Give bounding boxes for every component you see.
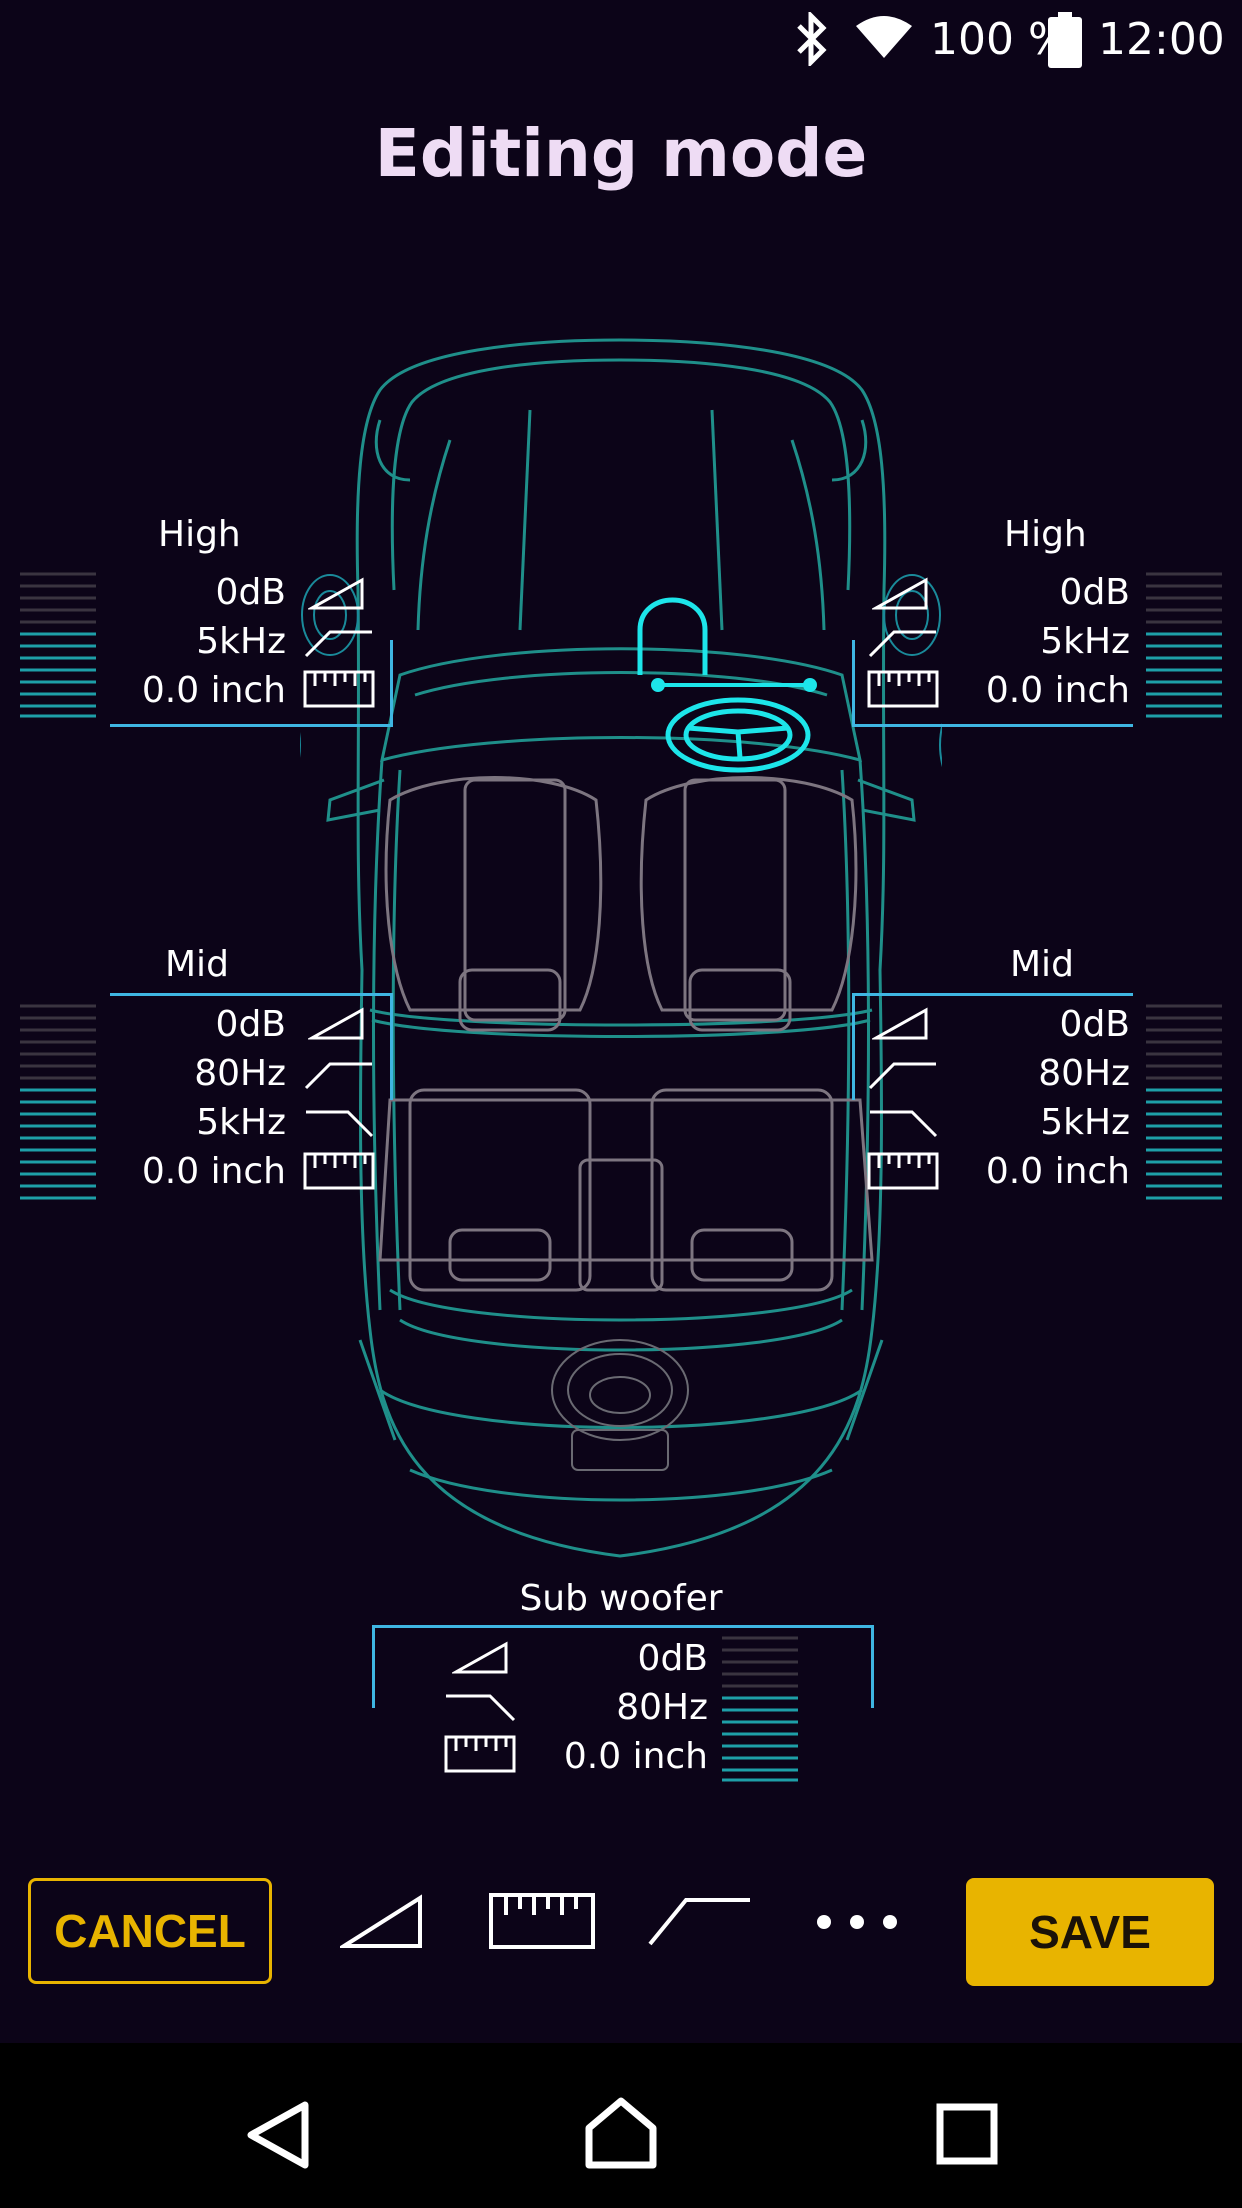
battery-percent: 100 % [930,14,1070,65]
left-mid-gain[interactable]: 0dB [215,1004,286,1045]
gain-icon [872,577,928,610]
fr-high-crossover[interactable]: 5kHz [1040,621,1130,662]
gain-icon [308,1007,364,1040]
right-mid-lpf[interactable]: 5kHz [1040,1102,1130,1143]
sub-woofer-gain[interactable]: 0dB [637,1638,708,1679]
ruler-icon [303,670,375,708]
save-button[interactable]: SAVE [966,1878,1214,1986]
right-mid-level-meter [1146,1004,1222,1200]
right-mid-title: Mid [1010,944,1074,985]
sub-woofer-bracket [372,1625,874,1708]
clock: 12:00 [1098,14,1225,65]
left-mid-level-meter [20,1004,96,1200]
ruler-icon [303,1152,375,1190]
lpf-icon [306,1110,374,1138]
fr-high-distance[interactable]: 0.0 inch [985,670,1130,711]
right-mid-hpf[interactable]: 80Hz [1038,1053,1130,1094]
more-icon[interactable] [812,1910,902,1934]
sub-woofer-title: Sub woofer [519,1578,723,1619]
gain-icon [452,1641,508,1674]
lpf-icon [870,1110,938,1138]
ruler-icon [867,1152,939,1190]
sub-woofer-distance[interactable]: 0.0 inch [563,1736,708,1777]
back-icon[interactable] [245,2100,313,2170]
hpf-icon [304,1062,372,1090]
left-mid-hpf[interactable]: 80Hz [194,1053,286,1094]
fl-high-crossover[interactable]: 5kHz [196,621,286,662]
bottom-toolbar: CANCEL SAVE [0,1870,1242,2000]
ruler-icon[interactable] [488,1892,596,1950]
left-mid-distance[interactable]: 0.0 inch [141,1151,286,1192]
gain-icon [308,577,364,610]
crossover-icon [868,630,936,658]
fr-high-title: High [1004,514,1087,555]
fl-high-title: High [158,514,241,555]
fr-high-level-meter [1146,572,1222,718]
hpf-icon [868,1062,936,1090]
right-mid-bracket [852,993,1133,1100]
car-diagram [300,338,942,1558]
left-mid-bracket [110,993,393,1100]
right-mid-distance[interactable]: 0.0 inch [985,1151,1130,1192]
fl-high-gain[interactable]: 0dB [215,572,286,613]
fl-high-bracket [110,640,393,727]
ruler-icon [444,1735,516,1773]
left-mid-title: Mid [165,944,229,985]
fr-high-bracket [852,640,1133,727]
wifi-icon [856,16,912,58]
lpf-icon [446,1694,516,1722]
fl-high-distance[interactable]: 0.0 inch [141,670,286,711]
battery-icon [1048,12,1082,68]
gain-icon [872,1007,928,1040]
left-mid-lpf[interactable]: 5kHz [196,1102,286,1143]
page-title: Editing mode [374,115,868,192]
crossover-icon[interactable] [648,1892,752,1950]
status-bar: 100 % 12:00 [0,0,1242,80]
right-mid-gain[interactable]: 0dB [1059,1004,1130,1045]
home-icon[interactable] [584,2096,658,2170]
gain-icon[interactable] [340,1892,424,1952]
fr-high-gain[interactable]: 0dB [1059,572,1130,613]
recents-icon[interactable] [936,2103,998,2165]
sub-woofer-lpf[interactable]: 80Hz [616,1687,708,1728]
bluetooth-icon [797,12,827,66]
crossover-icon [304,630,372,658]
sub-woofer-level-meter [722,1636,798,1782]
navigation-bar [0,2043,1242,2208]
ruler-icon [867,670,939,708]
fl-high-level-meter [20,572,96,718]
cancel-button[interactable]: CANCEL [28,1878,272,1984]
